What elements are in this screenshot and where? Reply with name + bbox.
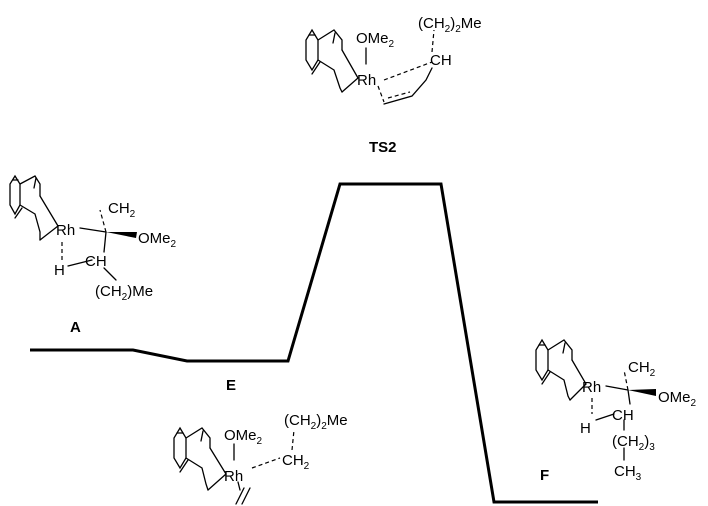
ligand-ome2-TS2: OMe2 (356, 30, 395, 50)
cod-ring-TS2 (305, 28, 343, 93)
chain-A: (CH2)Me (95, 283, 153, 303)
bond-ch-chain-A (103, 267, 117, 281)
carbon-ch-TS2: CH (430, 52, 452, 69)
hashed-bond-chain-TS2 (431, 29, 435, 53)
state-label-TS2: TS2 (369, 139, 397, 156)
bond-c-ch-F (627, 389, 631, 405)
ligand-ome2-E: OMe2 (224, 427, 263, 447)
bond-rh-cod-A (39, 195, 59, 241)
allyl-dash-TS2 (387, 91, 411, 99)
metal-label-A: Rh (56, 222, 75, 239)
dashed-rh-allyl-TS2 (377, 85, 385, 103)
structure-A: Rh CH2 OMe2 H CH (CH2)Me (9, 174, 177, 303)
bond-rh-c-A (79, 227, 107, 233)
ethylene-E (235, 487, 251, 505)
structure-TS2: Rh OMe2 (CH2)2Me CH (305, 15, 482, 105)
chain-E: (CH2)2Me (284, 412, 348, 432)
structure-E: Rh OMe2 (CH2)2Me CH2 (173, 412, 348, 505)
bond-rh-cod-F (569, 359, 587, 401)
wedge-ome-F (628, 389, 656, 396)
cod-ring-A (9, 174, 41, 241)
metal-label-F: Rh (582, 379, 601, 396)
bond-rh-cod-TS2 (341, 49, 359, 93)
cod-ring-E (173, 426, 211, 491)
bond-rh-c-F (605, 385, 629, 391)
wedge-ome-A (106, 232, 137, 238)
hashed-bond-ch2-A (99, 209, 107, 233)
metal-label-TS2: Rh (357, 72, 376, 89)
group-ch2-F: CH2 (628, 359, 656, 379)
group-ch-A: CH (85, 253, 107, 270)
dashed-rh-ch-TS2 (383, 61, 433, 81)
ligand-ome2-A: OMe2 (138, 230, 177, 250)
hashed-bond-ch2-F (623, 369, 629, 391)
chain-F: (CH2)3 (612, 433, 655, 453)
group-ch2-A: CH2 (108, 200, 136, 220)
bond-rh-ethylene-E (237, 481, 241, 491)
bond-h-ch-F (595, 413, 615, 421)
metal-label-E: Rh (224, 468, 243, 485)
structure-F: Rh CH2 OMe2 H CH (CH2)3 CH3 (535, 338, 697, 483)
alkyl-ch2-E: CH2 (282, 452, 310, 472)
ligand-ome2-F: OMe2 (658, 389, 697, 409)
cod-ring-F (535, 338, 573, 401)
hashed-bond-alkyl-E (251, 457, 281, 469)
bond-h-ch-A (67, 259, 93, 267)
state-label-E: E (226, 377, 236, 394)
allyl-bond-TS2 (383, 67, 433, 105)
chain-TS2: (CH2)2Me (418, 15, 482, 35)
hydride-F: H (580, 420, 591, 437)
energy-profile-line (30, 182, 598, 504)
state-label-A: A (70, 319, 81, 336)
group-ch-F: CH (612, 407, 634, 424)
state-label-F: F (540, 467, 549, 484)
methyl-F: CH3 (614, 463, 642, 483)
bond-c-ch-A (103, 231, 107, 253)
bond-rh-cod-E (207, 447, 227, 491)
hashed-bond-chain-E (291, 429, 295, 451)
hydride-A: H (54, 262, 65, 279)
